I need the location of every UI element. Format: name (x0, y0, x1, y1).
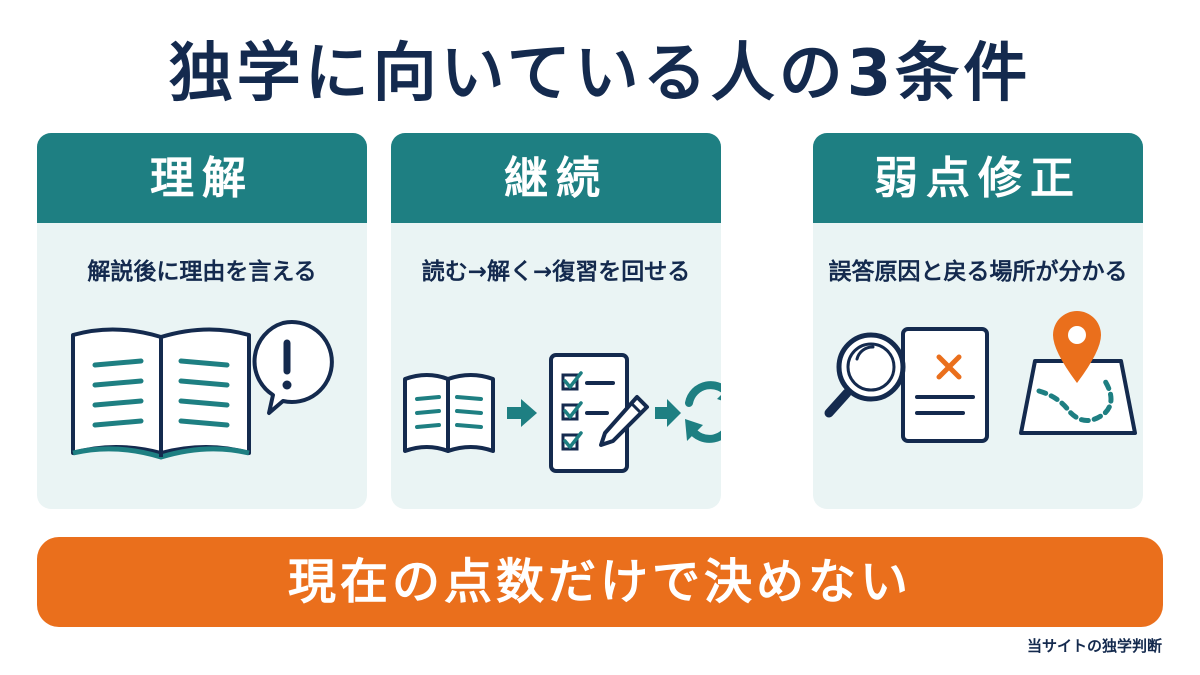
checklist-icon (549, 353, 629, 473)
card-description: 誤答原因と戻る場所が分かる (828, 259, 1128, 285)
arrow-right-icon (507, 399, 537, 427)
card-illustration (403, 353, 721, 473)
page-title: 独学に向いている人の3条件 (168, 37, 1032, 111)
arrow-right-icon (655, 399, 681, 427)
source-note: 当サイトの独学判断 (1026, 637, 1162, 655)
card-heading: 継続 (391, 133, 721, 223)
error-document-icon (901, 327, 989, 443)
card-heading: 理解 (37, 133, 367, 223)
condition-card-understanding: 理解 解説後に理由を言える (37, 133, 367, 509)
open-book-icon (71, 327, 251, 460)
key-message-banner: 現在の点数だけで決めない (37, 537, 1163, 627)
magnifier-icon (824, 332, 906, 418)
book-icon (403, 373, 495, 453)
exclamation-bubble-icon (252, 320, 334, 415)
card-illustration (824, 311, 1137, 443)
map-pin-icon (1019, 311, 1137, 435)
card-heading: 弱点修正 (813, 133, 1143, 223)
condition-card-weakness: 弱点修正 誤答原因と戻る場所が分かる (813, 133, 1143, 509)
condition-card-continuation: 継続 読む→解く→復習を回せる (391, 133, 721, 509)
pencil-icon (599, 395, 649, 447)
card-description: 読む→解く→復習を回せる (421, 259, 691, 285)
card-illustration (71, 320, 334, 460)
refresh-cycle-icon (685, 381, 721, 443)
card-description: 解説後に理由を言える (87, 259, 317, 285)
